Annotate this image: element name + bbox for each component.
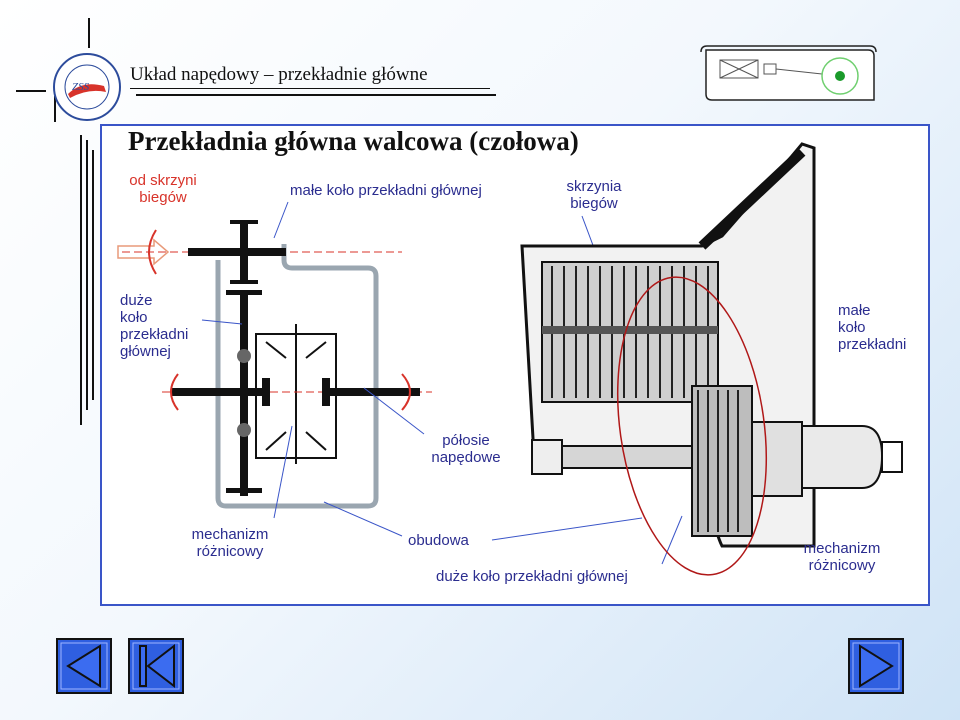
label-small-wheel-right: małe koło przekładni (838, 302, 907, 353)
header-underline-2 (136, 94, 496, 96)
label-large-wheel-bottom: duże koło przekładni głównej (436, 568, 628, 585)
decor-vertical-line-2 (54, 96, 56, 122)
decor-vertical-line-4 (86, 140, 88, 410)
scroll-schematic-icon (698, 42, 878, 108)
label-differential-right: mechanizm różnicowy (803, 540, 881, 574)
decor-horizontal-line-1 (16, 90, 46, 92)
label-from-gearbox: od skrzyni biegów (129, 172, 197, 206)
label-large-wheel: duże koło przekładni głównej (120, 292, 189, 360)
decor-vertical-line-1 (88, 18, 90, 48)
skip-to-start-icon (128, 638, 184, 694)
header-title: Układ napędowy – przekładnie główne (130, 64, 428, 85)
label-housing: obudowa (408, 532, 469, 549)
next-slide-button[interactable] (848, 638, 904, 694)
triangle-right-icon (848, 638, 904, 694)
decor-vertical-line-3 (80, 135, 82, 425)
label-differential: mechanizm różnicowy (191, 526, 269, 560)
label-half-shafts: półosie napędowe (431, 432, 501, 466)
triangle-left-icon (56, 638, 112, 694)
label-gearbox: skrzynia biegów (566, 178, 622, 212)
previous-slide-button[interactable] (56, 638, 112, 694)
first-slide-button[interactable] (128, 638, 184, 694)
drive-schematic (117, 142, 903, 576)
label-small-wheel: małe koło przekładni głównej (290, 182, 482, 199)
school-logo: ZSS (52, 52, 122, 122)
header-underline-1 (130, 88, 490, 89)
slide-title: Przekładnia główna walcowa (czołowa) (128, 126, 579, 156)
decor-vertical-line-5 (92, 150, 94, 400)
diagram-frame: od skrzyni biegów małe koło przekładni g… (100, 124, 930, 606)
logo-monogram: ZSS (72, 81, 90, 93)
